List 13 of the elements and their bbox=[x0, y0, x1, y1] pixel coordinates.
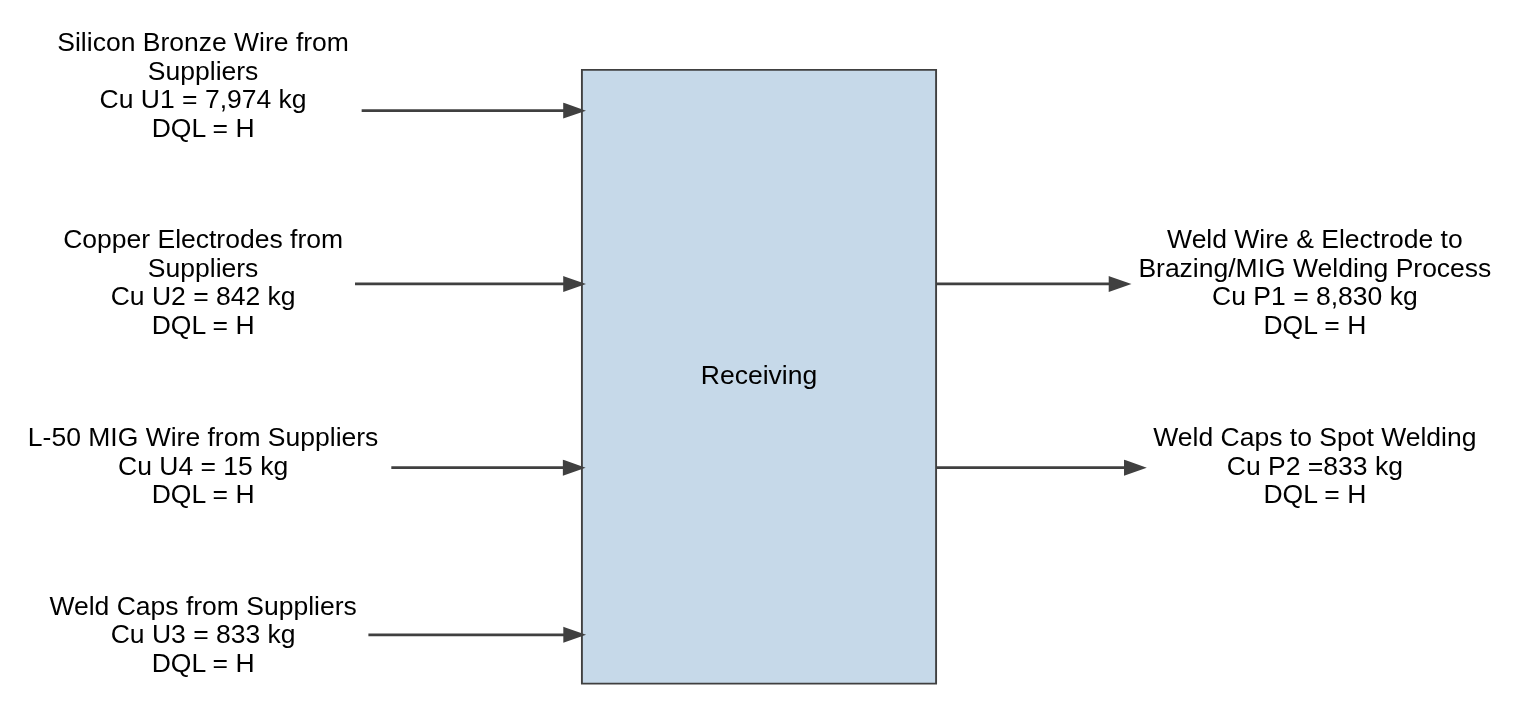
arrow bbox=[391, 459, 586, 476]
arrow bbox=[361, 102, 586, 119]
node-box: Receiving bbox=[580, 68, 938, 685]
arrow bbox=[936, 459, 1147, 476]
arrow bbox=[936, 275, 1132, 292]
node-text: Weld Caps from Suppliers Cu U3 = 833 kg DQL = H bbox=[49, 590, 357, 678]
node-text: Weld Wire & Electrode to Brazing/MIG Welding Process Cu P1 = 8,830 kg DQL = H bbox=[1138, 223, 1492, 340]
node-text: Copper Electrodes from Suppliers Cu U2 = 842 kg DQL = H bbox=[63, 223, 344, 340]
node-text: Weld Caps to Spot Welding Cu P2 =833 kg DQL = H bbox=[1153, 421, 1477, 509]
node-text: L-50 MIG Wire from Suppliers Cu U4 = 15 kg DQL = H bbox=[27, 421, 379, 509]
arrow bbox=[368, 626, 587, 643]
node-text: Silicon Bronze Wire from Suppliers Cu U1 = 7,974 kg DQL = H bbox=[57, 26, 349, 143]
arrow bbox=[355, 275, 586, 292]
